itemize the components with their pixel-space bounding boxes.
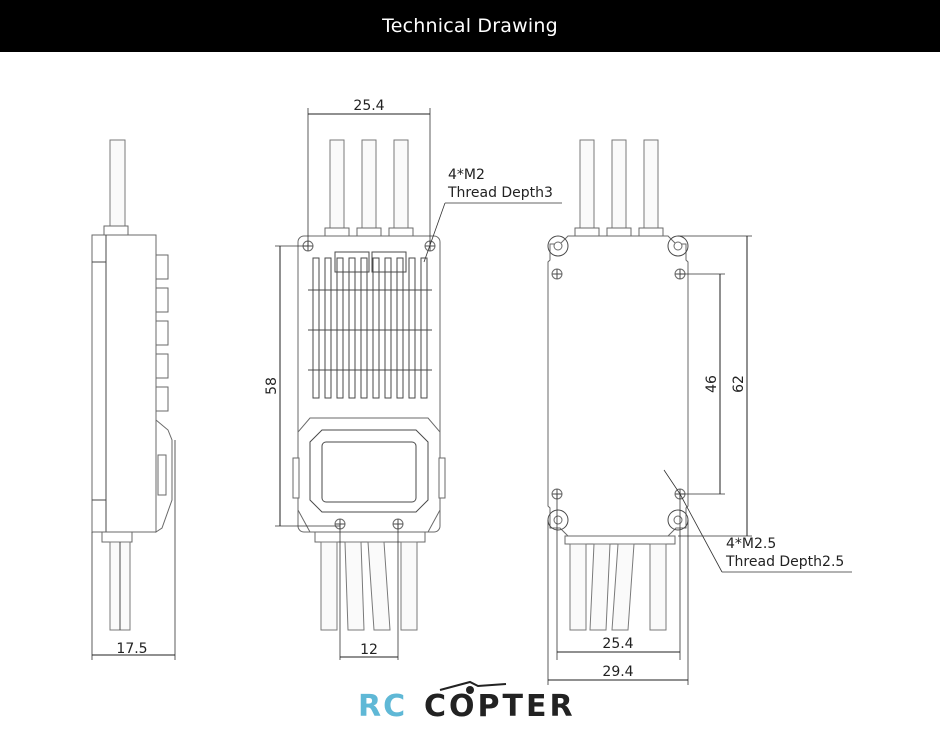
callout-bottom-holes-depth: Thread Depth2.5 xyxy=(725,554,844,570)
callout-bottom-holes-size: 4*M2.5 xyxy=(726,536,776,552)
front-cap xyxy=(297,417,441,533)
rc-copter-watermark: RC COPTER xyxy=(358,680,576,724)
front-top-grommet xyxy=(388,227,414,237)
front-heatsink xyxy=(308,251,432,399)
side-fin xyxy=(155,287,169,313)
front-view: 25.4 58 12 4*M2 Thread Depth3 xyxy=(264,98,562,660)
dim-back-height: 62 xyxy=(731,375,747,393)
back-body xyxy=(547,235,689,537)
back-view: 46 62 25.4 29.4 4*M2.5 Thread Depth2.5 xyxy=(547,139,852,685)
front-bottom-wire xyxy=(400,541,418,631)
dim-back-hole-spacing-v: 46 xyxy=(704,375,720,393)
side-fin xyxy=(155,254,169,280)
header-bar: Technical Drawing xyxy=(0,0,940,52)
side-view: 17.5 xyxy=(91,139,176,660)
side-body xyxy=(91,234,157,533)
back-top-wire xyxy=(611,139,627,233)
front-top-wire xyxy=(361,139,377,233)
side-fin xyxy=(155,386,169,412)
drawing-canvas: 17.5 xyxy=(0,52,940,732)
back-bottom-wire xyxy=(569,543,587,631)
callout-top-holes-size: 4*M2 xyxy=(448,167,485,183)
back-top-wire xyxy=(643,139,659,233)
side-fin xyxy=(155,320,169,346)
dim-front-top-width: 25.4 xyxy=(353,98,384,114)
dim-side-width: 17.5 xyxy=(116,641,147,657)
dim-back-width: 29.4 xyxy=(602,664,633,680)
side-bottom-grommet xyxy=(101,531,133,543)
side-top-wire xyxy=(109,139,126,231)
front-bottom-wire xyxy=(367,541,391,631)
back-bottom-wire xyxy=(611,543,635,631)
watermark-rc: RC xyxy=(358,689,407,724)
callout-top-holes-depth: Thread Depth3 xyxy=(447,185,553,201)
side-cap-detail xyxy=(157,454,167,496)
dim-front-height: 58 xyxy=(264,377,280,395)
side-fin xyxy=(155,353,169,379)
dim-front-bottom-spacing: 12 xyxy=(360,642,378,658)
front-bottom-wire xyxy=(344,541,365,631)
front-bottom-grommet xyxy=(314,531,426,543)
front-bottom-wire xyxy=(320,541,338,631)
back-top-wire xyxy=(579,139,595,233)
front-top-grommet xyxy=(324,227,350,237)
back-bottom-wire xyxy=(649,543,667,631)
helicopter-rotor-icon xyxy=(439,680,507,691)
watermark-copter: COPTER xyxy=(424,689,576,724)
page-title: Technical Drawing xyxy=(382,15,558,37)
back-bottom-wire xyxy=(589,543,611,631)
dim-back-hole-spacing-h: 25.4 xyxy=(602,636,633,652)
front-top-grommet xyxy=(356,227,382,237)
technical-drawing: 17.5 xyxy=(91,98,852,724)
front-top-wire xyxy=(329,139,345,233)
front-top-wire xyxy=(393,139,409,233)
